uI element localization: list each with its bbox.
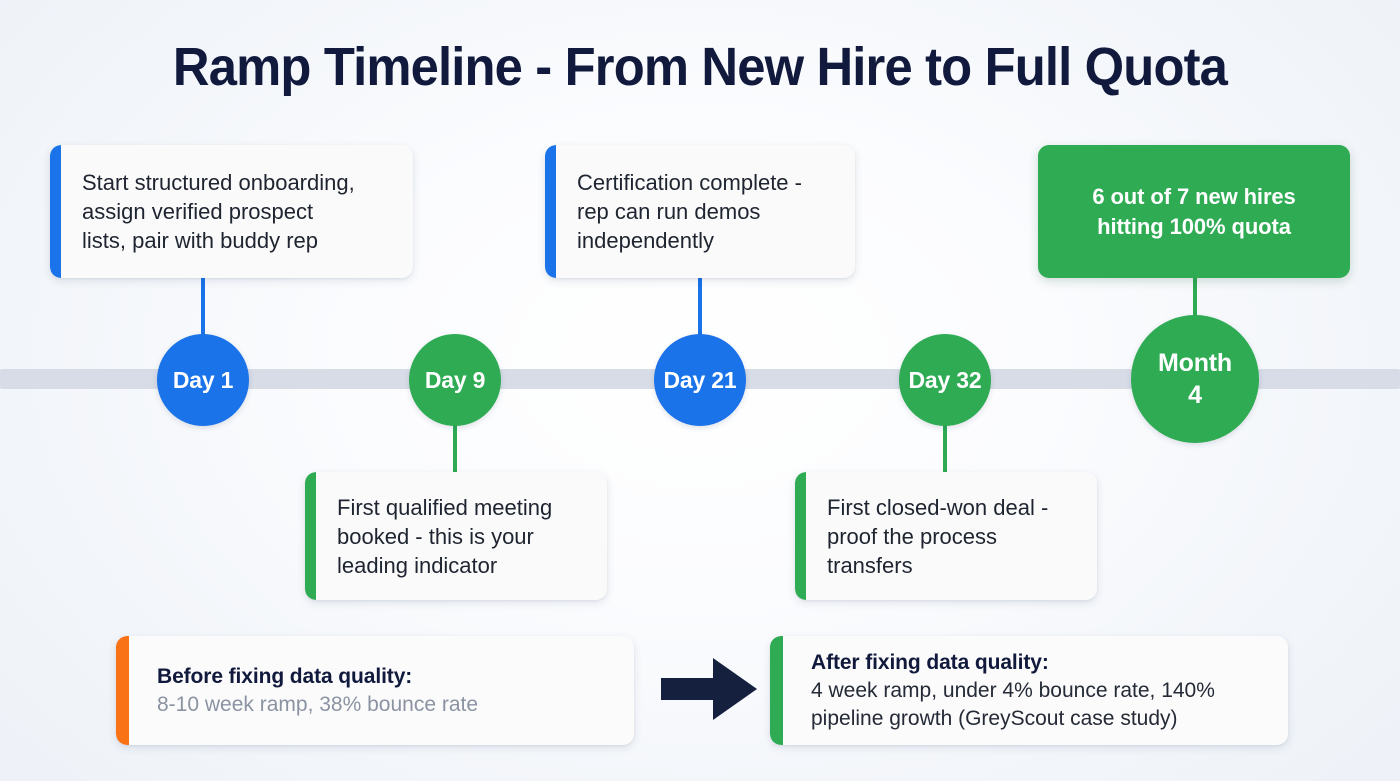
card-body: Certification complete - rep can run dem… xyxy=(556,145,855,278)
card-text: Start structured onboarding, assign veri… xyxy=(82,170,355,253)
timeline-node-label: Day 21 xyxy=(663,366,737,393)
timeline-node-label: Day 9 xyxy=(424,366,486,393)
card-body: Before fixing data quality: 8-10 week ra… xyxy=(129,636,634,745)
comparison-detail: 8-10 week ramp, 38% bounce rate xyxy=(157,692,479,716)
comparison-card-after[interactable]: After fixing data quality: 4 week ramp, … xyxy=(770,636,1288,745)
card-body: After fixing data quality: 4 week ramp, … xyxy=(783,636,1288,745)
timeline-node-label: Day 1 xyxy=(172,366,234,393)
card-accent-bar xyxy=(305,472,316,600)
highlight-card-quota[interactable]: 6 out of 7 new hires hitting 100% quota xyxy=(1038,145,1350,278)
connector-day9 xyxy=(453,418,457,480)
connector-day1 xyxy=(201,276,205,342)
milestone-card-day9[interactable]: First qualified meeting booked - this is… xyxy=(305,472,607,600)
timeline-node-label: Month 4 xyxy=(1158,349,1232,409)
milestone-card-day1[interactable]: Start structured onboarding, assign veri… xyxy=(50,145,413,278)
card-text: First qualified meeting booked - this is… xyxy=(337,494,553,578)
card-text: Certification complete - rep can run dem… xyxy=(577,170,802,253)
milestone-card-day32[interactable]: First closed-won deal - proof the proces… xyxy=(795,472,1097,600)
arrow-right-icon xyxy=(661,658,757,720)
connector-month4 xyxy=(1193,276,1197,322)
comparison-card-before[interactable]: Before fixing data quality: 8-10 week ra… xyxy=(116,636,634,745)
card-accent-bar xyxy=(770,636,783,745)
card-body: First qualified meeting booked - this is… xyxy=(316,472,607,600)
milestone-card-day21[interactable]: Certification complete - rep can run dem… xyxy=(545,145,855,278)
page-title: Ramp Timeline - From New Hire to Full Qu… xyxy=(172,37,1228,97)
timeline-node-day1[interactable]: Day 1 xyxy=(157,334,249,426)
card-accent-bar xyxy=(50,145,61,278)
comparison-heading: Before fixing data quality: xyxy=(157,664,413,688)
timeline-node-day32[interactable]: Day 32 xyxy=(899,334,991,426)
comparison-heading: After fixing data quality: xyxy=(811,650,1049,674)
timeline-node-day21[interactable]: Day 21 xyxy=(654,334,746,426)
highlight-card-text: 6 out of 7 new hires hitting 100% quota xyxy=(1092,183,1296,239)
card-accent-bar xyxy=(116,636,129,745)
card-accent-bar xyxy=(545,145,556,278)
connector-day32 xyxy=(943,418,947,480)
card-accent-bar xyxy=(795,472,806,600)
card-text: First closed-won deal - proof the proces… xyxy=(827,494,1049,578)
card-body: First closed-won deal - proof the proces… xyxy=(806,472,1097,600)
comparison-detail: 4 week ramp, under 4% bounce rate, 140% … xyxy=(811,678,1215,730)
timeline-node-month4[interactable]: Month 4 xyxy=(1131,315,1259,443)
card-body: Start structured onboarding, assign veri… xyxy=(61,145,413,278)
connector-day21 xyxy=(698,276,702,342)
timeline-node-label: Day 32 xyxy=(908,366,982,393)
timeline-node-day9[interactable]: Day 9 xyxy=(409,334,501,426)
